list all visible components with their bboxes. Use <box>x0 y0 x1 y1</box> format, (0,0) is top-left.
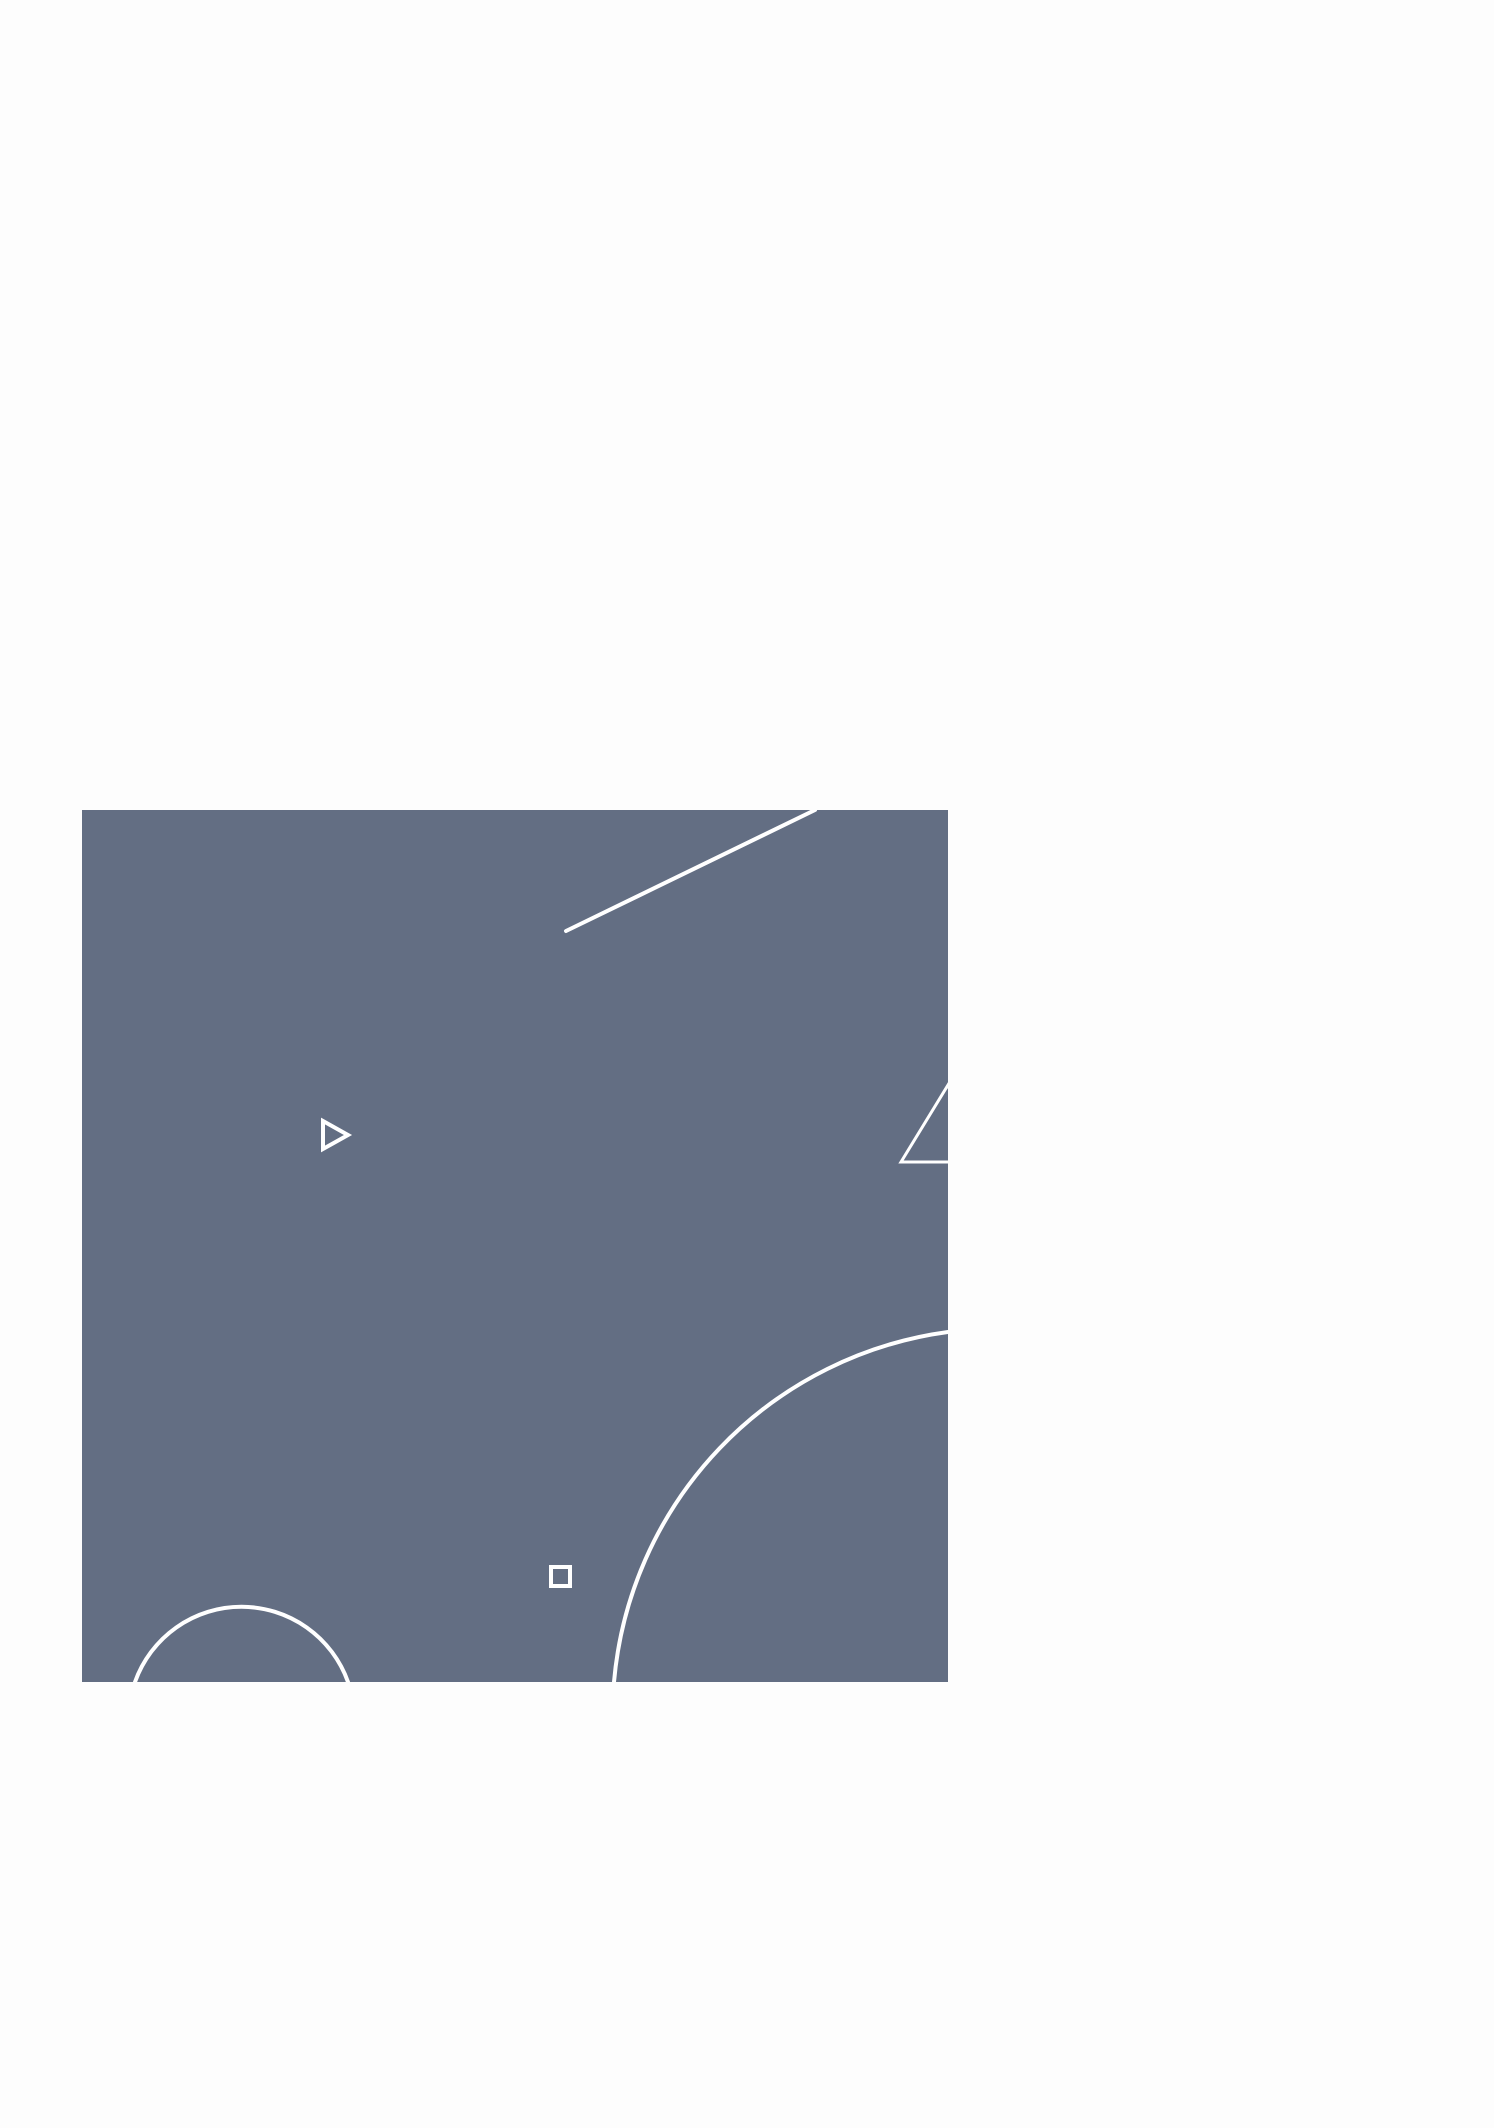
clipped-triangle-outline <box>898 1082 948 1164</box>
diagonal-line <box>564 810 817 933</box>
graphic-panel <box>82 810 948 1682</box>
small-arc <box>133 1604 350 1682</box>
panel-shapes-group <box>133 810 948 1682</box>
panel-background <box>82 810 948 1682</box>
panel-graphic <box>82 810 948 1682</box>
small-square-outline <box>549 1565 572 1588</box>
large-arc <box>612 1330 948 1682</box>
small-triangle-outline <box>321 1117 353 1153</box>
